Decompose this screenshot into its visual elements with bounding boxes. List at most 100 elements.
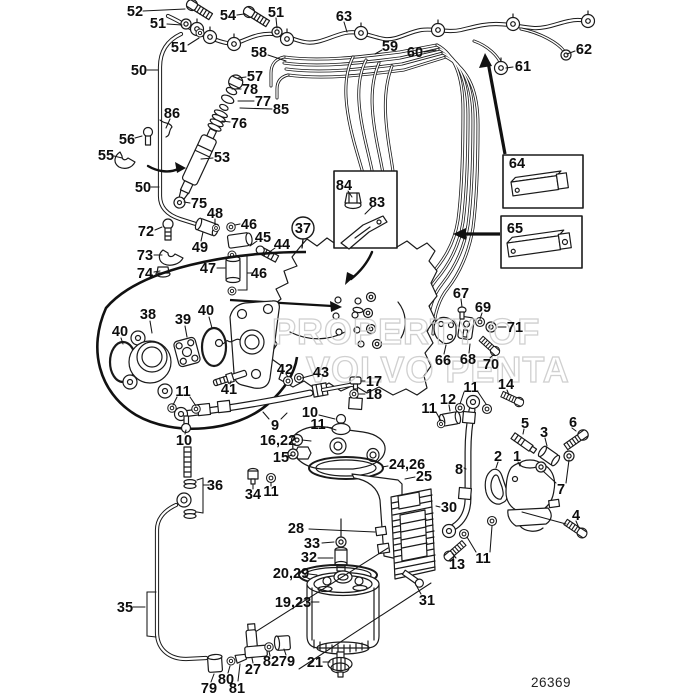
part-label-24,26: 24,26: [389, 457, 425, 473]
leader-line: [187, 37, 200, 46]
leader-line: [208, 316, 213, 329]
part-label-71: 71: [507, 320, 523, 336]
watermark-line1: PROPERTY OF: [272, 311, 540, 352]
part-label-81: 81: [229, 681, 245, 696]
part-label-78: 78: [242, 82, 258, 98]
leader-line: [283, 648, 287, 656]
part-label-73: 73: [137, 248, 153, 264]
leader-line: [415, 584, 422, 595]
part-label-33: 33: [304, 536, 320, 552]
leader-line: [517, 461, 521, 467]
part-label-45: 45: [255, 230, 271, 246]
banjo-bolt-icon: [562, 427, 591, 452]
part-label-40: 40: [112, 324, 128, 340]
leader-line: [566, 50, 576, 55]
leader-line: [154, 226, 163, 231]
part-label-27: 27: [245, 662, 261, 678]
leader-line: [251, 657, 254, 664]
injector-assembly: [114, 34, 280, 296]
o-ring: [200, 326, 228, 368]
engine-block: [267, 216, 438, 396]
part-label-3: 3: [540, 425, 548, 441]
leader-line: [237, 76, 247, 79]
leader-line: [364, 206, 373, 215]
part-label-63: 63: [336, 9, 352, 25]
plug-34: [247, 467, 259, 485]
part-label-16,22: 16,22: [260, 433, 296, 449]
part-label-55: 55: [98, 148, 114, 164]
cooler-nipple: [374, 525, 391, 555]
banjo-bolt-icon: [180, 415, 192, 434]
leader-line: [495, 461, 499, 469]
pipe-clamp: [493, 57, 509, 76]
sleeve: [194, 217, 220, 237]
part-label-40: 40: [198, 303, 214, 319]
bolt: [162, 218, 174, 241]
retaining-clip: [159, 119, 173, 138]
drain-petcock: [327, 651, 353, 678]
ferrule: [234, 653, 248, 664]
part-label-34: 34: [245, 487, 261, 503]
part-label-77: 77: [255, 94, 271, 110]
pipe-clamp: [580, 10, 596, 29]
leader-line: [459, 391, 465, 405]
sleeve-tool: [506, 229, 572, 258]
leader-line: [477, 391, 487, 405]
part-label-2: 2: [494, 449, 502, 465]
part-label-65: 65: [507, 221, 523, 237]
part-label-51: 51: [268, 5, 284, 21]
leader-line: [435, 411, 442, 422]
part-label-11: 11: [421, 401, 436, 417]
part-label-58: 58: [251, 45, 267, 61]
leader-line: [227, 665, 231, 674]
coupling: [173, 336, 201, 368]
watermark: PROPERTY OF VOLVO PENTA: [271, 310, 569, 390]
leader-line: [146, 635, 157, 638]
flange-nut: [344, 192, 362, 210]
drain-tee: [244, 623, 268, 659]
filter-nipple: [334, 546, 348, 572]
part-label-44: 44: [274, 237, 290, 253]
part-label-1: 1: [513, 449, 521, 465]
leader-line: [196, 477, 204, 481]
pump-body: [505, 461, 556, 513]
leader-line: [318, 414, 336, 420]
part-label-19,23: 19,23: [275, 595, 311, 611]
service-kit-box: [333, 170, 398, 285]
pipe-clamp: [202, 26, 218, 45]
part-label-82: 82: [263, 654, 279, 670]
bearing-flange: [122, 330, 173, 399]
leader-line: [451, 552, 457, 559]
part-label-31: 31: [419, 593, 435, 609]
part-label-48: 48: [207, 206, 223, 222]
bracket-and-cooler: [351, 473, 436, 588]
part-label-86: 86: [164, 106, 180, 122]
leader-line: [237, 663, 241, 682]
part-label-53: 53: [214, 150, 230, 166]
part-label-7: 7: [557, 482, 565, 498]
leader-line: [153, 270, 161, 273]
leader-line: [544, 437, 548, 447]
leader-line: [184, 429, 187, 435]
part-label-11: 11: [263, 484, 278, 500]
drawing-number: 26369: [531, 675, 571, 690]
part-label-46: 46: [241, 217, 257, 233]
part-label-64: 64: [509, 156, 525, 172]
leader-line: [542, 470, 557, 484]
leader-line: [267, 247, 276, 254]
pipe-clamp: [353, 22, 369, 41]
filter-head: [247, 422, 386, 485]
part-label-56: 56: [119, 132, 135, 148]
leader-line: [237, 254, 248, 257]
part-label-70: 70: [483, 357, 499, 373]
pipe-union: [560, 49, 572, 61]
artwork-layer: [96, 0, 596, 678]
part-label-25: 25: [416, 469, 432, 485]
tee-union-upper: [225, 232, 253, 296]
leader-line: [404, 476, 416, 480]
part-label-8: 8: [455, 462, 463, 478]
leader-line: [165, 118, 171, 129]
part-label-15: 15: [273, 450, 289, 466]
